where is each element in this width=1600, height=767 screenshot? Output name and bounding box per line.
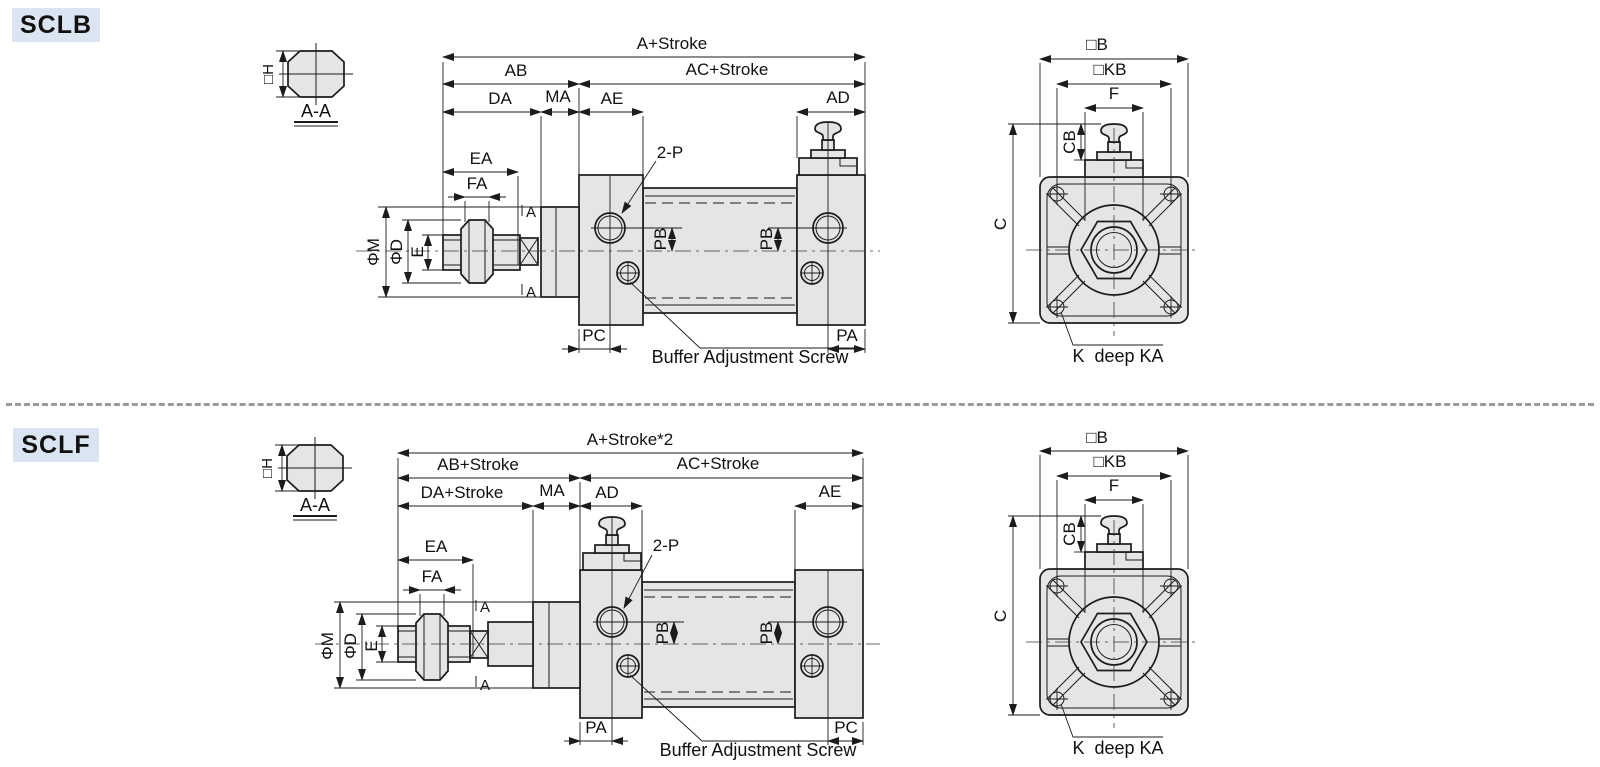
rod-nut xyxy=(415,613,449,681)
dimension-lines: A+Stroke AB AC+Stroke DA MA AE AD EA FA xyxy=(364,34,866,353)
model-title-sclf: SCLF xyxy=(13,428,99,462)
rear-buffer-screw xyxy=(800,654,824,678)
dimension-lines: □B □KB F CB C xyxy=(991,428,1189,716)
port-callout-label: 2-P xyxy=(653,536,679,555)
dim-f-label: F xyxy=(1109,476,1119,495)
dim-ea-label: EA xyxy=(425,537,448,556)
sclf-section-symbol: □H A-A xyxy=(259,437,352,521)
sclf-front-view: □B □KB F CB C K deep KA xyxy=(991,428,1200,758)
section-height-dim-label: □H xyxy=(260,64,277,84)
dim-f-label: F xyxy=(1109,84,1119,103)
sclf-side-view: A A xyxy=(315,430,880,760)
callouts: 2-P Buffer Adjustment Screw xyxy=(621,143,856,367)
dim-ac-label: AC+Stroke xyxy=(677,454,760,473)
front-port xyxy=(591,212,682,244)
buffer-callout-label: Buffer Adjustment Screw xyxy=(652,347,850,367)
front-port xyxy=(593,606,684,638)
dim-cb-label: CB xyxy=(1060,130,1079,154)
dimension-lines: □B □KB F CB C xyxy=(991,35,1189,324)
dim-c-label: C xyxy=(991,218,1010,230)
dim-total-label: A+Stroke*2 xyxy=(587,430,673,449)
rear-head xyxy=(796,174,866,326)
dim-e-label: E xyxy=(408,246,427,257)
sclb-front-view: □B □KB F CB C K deep KA xyxy=(991,35,1200,366)
dim-cb-label: CB xyxy=(1060,522,1079,546)
rear-buffer-screw xyxy=(800,261,824,285)
sclb-side-view: A A xyxy=(356,34,880,367)
buffer-callout-label: Buffer Adjustment Screw xyxy=(660,740,858,760)
front-buffer-screw xyxy=(616,261,640,285)
dim-ad-label: AD xyxy=(595,483,619,502)
dim-phid-label: ΦD xyxy=(387,239,406,265)
dim-b-label: □B xyxy=(1086,428,1108,447)
rod-nut xyxy=(460,219,494,284)
dim-pb-left-label: PB xyxy=(653,622,672,645)
dim-ad-label: AD xyxy=(826,88,850,107)
section-view-label: A-A xyxy=(301,101,331,121)
mounting-holes xyxy=(1046,575,1182,710)
dim-ae-label: AE xyxy=(819,482,842,501)
rod-gland-boss xyxy=(532,601,581,689)
cylinder-body xyxy=(641,581,796,708)
dim-phim-label: ΦM xyxy=(364,238,383,266)
section-divider xyxy=(6,403,1594,406)
dim-kb-label: □KB xyxy=(1094,452,1127,471)
dim-c-label: C xyxy=(991,610,1010,622)
hole-callout-label: K deep KA xyxy=(1072,738,1163,758)
dim-ea-label: EA xyxy=(470,149,493,168)
dim-ae-label: AE xyxy=(601,89,624,108)
section-view-label: A-A xyxy=(300,495,330,515)
front-buffer-screw xyxy=(616,654,640,678)
model-title-sclb: SCLB xyxy=(12,8,100,42)
dim-da-label: DA+Stroke xyxy=(421,483,504,502)
hole-callout: K deep KA xyxy=(1060,703,1164,758)
extension-lines xyxy=(1008,455,1189,716)
hole-callout: K deep KA xyxy=(1060,311,1164,366)
front-head xyxy=(578,174,644,326)
dim-fa-label: FA xyxy=(422,567,443,586)
dim-pa-label: PA xyxy=(836,326,858,345)
cut-plane-mark-top: A xyxy=(480,599,490,616)
cut-plane-mark-bottom: A xyxy=(526,284,536,301)
dim-da-label: DA xyxy=(488,89,512,108)
dim-b-label: □B xyxy=(1086,35,1108,54)
callouts: 2-P Buffer Adjustment Screw xyxy=(623,536,858,760)
cut-plane-mark-bottom: A xyxy=(480,677,490,694)
rod-gland-boss xyxy=(540,206,580,298)
dim-pc-label: PC xyxy=(834,718,858,737)
dimension-lines: A+Stroke*2 AB+Stroke AC+Stroke DA+Stroke… xyxy=(318,430,864,745)
dim-phid-label: ΦD xyxy=(341,633,360,659)
section-height-dim-label: □H xyxy=(259,458,276,478)
dim-ma-label: MA xyxy=(545,87,571,106)
cut-plane-mark-top: A xyxy=(526,204,536,221)
dim-fa-label: FA xyxy=(467,174,488,193)
sclb-section-symbol: □H A-A xyxy=(260,43,353,127)
hole-callout-label: K deep KA xyxy=(1072,346,1163,366)
dim-pb-right-label: PB xyxy=(757,622,776,645)
dim-pc-label: PC xyxy=(582,326,606,345)
dim-pb-right-label: PB xyxy=(757,228,776,251)
dim-ab-label: AB+Stroke xyxy=(437,455,519,474)
dim-ma-label: MA xyxy=(539,481,565,500)
dim-pa-label: PA xyxy=(585,718,607,737)
dim-phim-label: ΦM xyxy=(318,632,337,660)
dim-ab-label: AB xyxy=(505,61,528,80)
dim-pb-left-label: PB xyxy=(651,228,670,251)
dim-ac-label: AC+Stroke xyxy=(686,60,769,79)
port-callout-label: 2-P xyxy=(657,143,683,162)
dim-e-label: E xyxy=(362,640,381,651)
dim-kb-label: □KB xyxy=(1094,60,1127,79)
dim-total-label: A+Stroke xyxy=(637,34,707,53)
